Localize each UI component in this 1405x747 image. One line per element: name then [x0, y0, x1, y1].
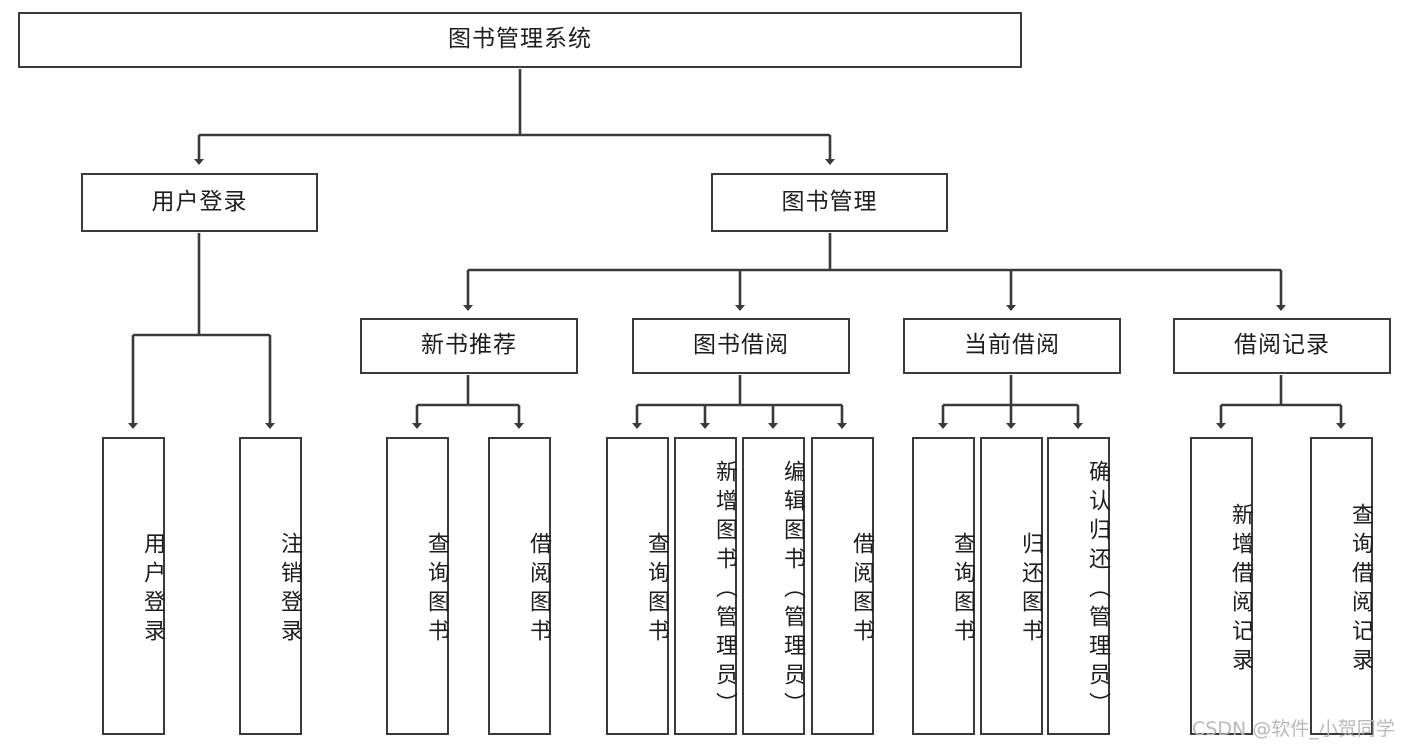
- watermark-text: CSDN @软件_小贺同学: [1192, 718, 1395, 740]
- node-label: 归还图书: [1018, 532, 1043, 648]
- node-label: 编辑图书（管理员）: [780, 459, 805, 721]
- node-label: 新增图书（管理员）: [712, 459, 737, 721]
- leaf-borrow-add-book-admin[interactable]: 新增图书（管理员）: [674, 437, 737, 735]
- node-label: 用户登录: [151, 188, 248, 215]
- leaf-records-add-record[interactable]: 新增借阅记录: [1190, 437, 1253, 735]
- leaf-user-login-logout[interactable]: 注销登录: [239, 437, 302, 735]
- leaf-borrow-edit-book-admin[interactable]: 编辑图书（管理员）: [742, 437, 805, 735]
- node-label: 新书推荐: [421, 332, 517, 359]
- leaf-recommend-borrow-book[interactable]: 借阅图书: [488, 437, 551, 735]
- leaf-recommend-query-book[interactable]: 查询图书: [386, 437, 449, 735]
- leaf-borrow-query-book[interactable]: 查询图书: [606, 437, 669, 735]
- node-label: 确认归还（管理员）: [1085, 459, 1110, 721]
- node-label: 借阅图书: [849, 532, 874, 648]
- leaf-current-query-book[interactable]: 查询图书: [912, 437, 975, 735]
- leaf-current-return-book[interactable]: 归还图书: [980, 437, 1043, 735]
- node-label: 查询图书: [950, 532, 975, 648]
- node-label: 借阅图书: [526, 532, 551, 648]
- leaf-user-login-login[interactable]: 用户登录: [102, 437, 165, 735]
- node-label: 查询借阅记录: [1348, 503, 1373, 677]
- node-label: 注销登录: [277, 532, 302, 648]
- node-label: 新增借阅记录: [1228, 503, 1253, 677]
- node-label: 用户登录: [140, 532, 165, 648]
- node-new-book-recommend[interactable]: 新书推荐: [360, 318, 578, 374]
- node-label: 借阅记录: [1234, 332, 1330, 359]
- leaf-current-confirm-return-admin[interactable]: 确认归还（管理员）: [1047, 437, 1110, 735]
- leaf-records-query-record[interactable]: 查询借阅记录: [1310, 437, 1373, 735]
- node-book-management[interactable]: 图书管理: [711, 173, 948, 232]
- node-label: 查询图书: [644, 532, 669, 648]
- node-borrow-records[interactable]: 借阅记录: [1173, 318, 1391, 374]
- node-label: 图书管理: [781, 188, 878, 215]
- csdn-watermark: CSDN @软件_小贺同学: [1192, 714, 1395, 741]
- node-label: 图书借阅: [693, 332, 789, 359]
- leaf-borrow-borrow-book[interactable]: 借阅图书: [811, 437, 874, 735]
- node-current-borrow[interactable]: 当前借阅: [903, 318, 1121, 374]
- node-label: 图书管理系统: [448, 26, 592, 53]
- node-label: 当前借阅: [964, 332, 1060, 359]
- node-label: 查询图书: [424, 532, 449, 648]
- node-user-login[interactable]: 用户登录: [81, 173, 318, 232]
- node-root-system[interactable]: 图书管理系统: [18, 12, 1022, 68]
- node-book-borrow[interactable]: 图书借阅: [632, 318, 850, 374]
